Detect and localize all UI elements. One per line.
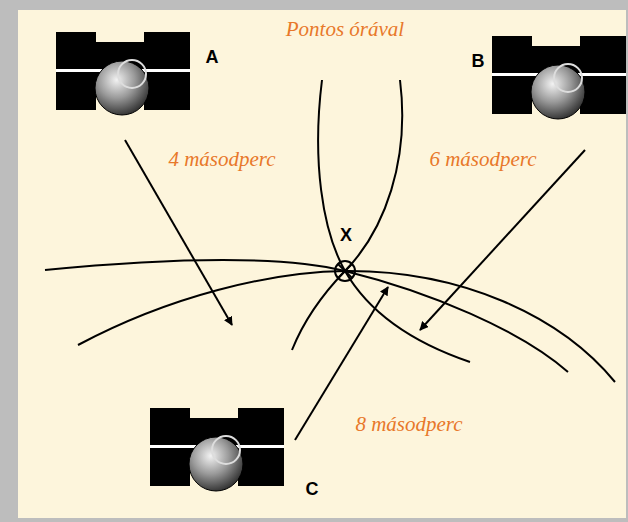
satellite-c — [150, 408, 284, 491]
satellite-label: B — [472, 52, 485, 72]
satellite-b — [492, 36, 626, 119]
time-label: 4 másodperc — [168, 148, 275, 171]
time-label: 8 másodperc — [355, 413, 462, 436]
satellite-label: A — [206, 48, 219, 68]
position-mark — [335, 261, 355, 281]
time-label: 6 másodperc — [429, 148, 536, 171]
distance-arcs — [45, 80, 615, 382]
satellite-label: C — [306, 480, 319, 500]
satellite-a — [56, 32, 190, 115]
arc — [45, 260, 568, 372]
arc — [292, 80, 402, 350]
arc — [318, 80, 470, 362]
signal-arrows — [125, 140, 585, 440]
ground — [18, 10, 626, 518]
signal-arrow — [420, 150, 585, 330]
position-label: X — [338, 226, 354, 246]
arc — [78, 271, 615, 382]
heading: Pontos órával — [286, 18, 404, 41]
